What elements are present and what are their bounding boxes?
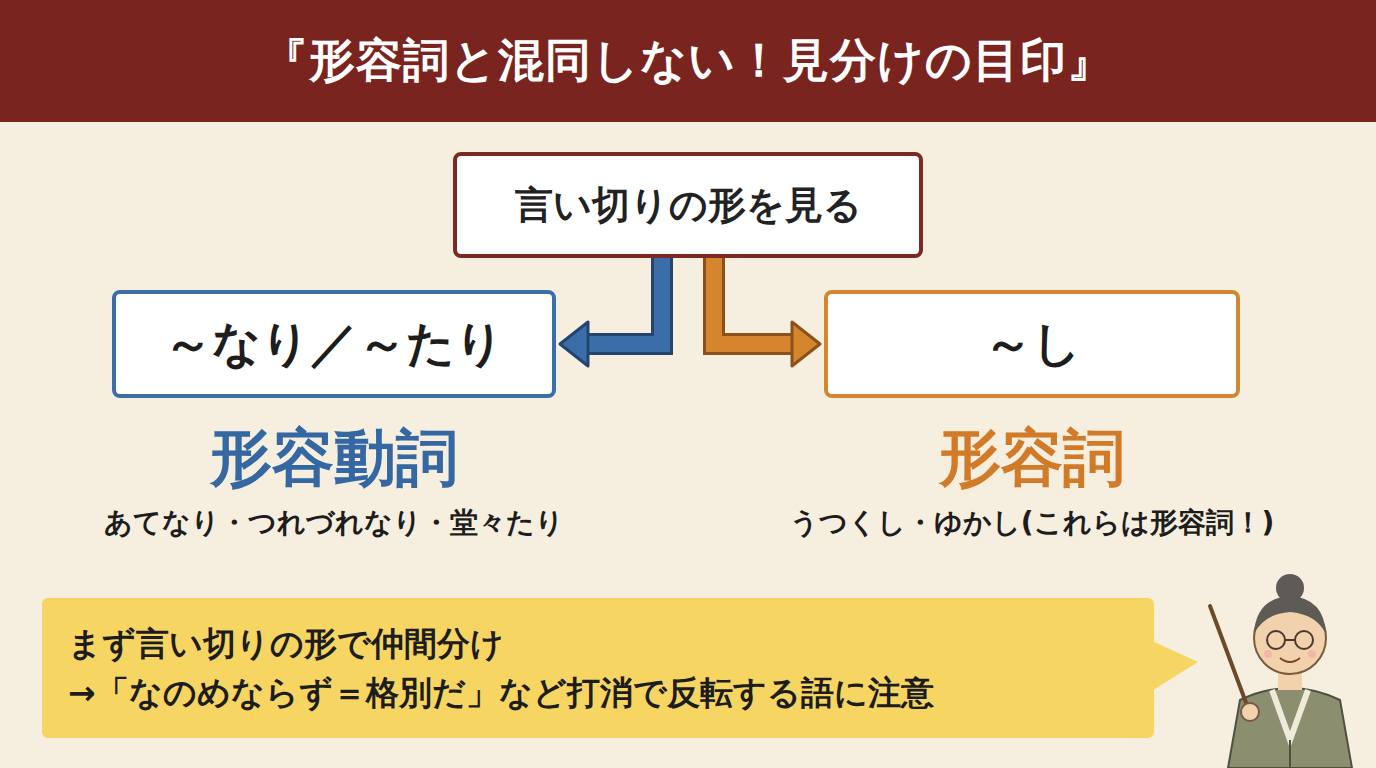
teacher-figure <box>1210 574 1352 768</box>
example-words: うつくし・ゆかし(これらは形容詞！) <box>790 504 1275 542</box>
arrow-head <box>792 322 820 366</box>
note-line: まず言い切りの形で仲間分け <box>68 619 1128 669</box>
arrow-head <box>560 322 588 366</box>
arrow-outline <box>588 256 662 344</box>
arrow-shaft <box>714 256 792 344</box>
box-frame: 言い切りの形を見る <box>453 152 923 258</box>
box-label: 言い切りの形を見る <box>515 180 862 231</box>
box-label: ～し <box>984 312 1081 376</box>
title-band: 『形容詞と混同しない！見分けの目印』 <box>0 0 1376 122</box>
callout-pointer <box>1150 640 1198 692</box>
branch-arrow <box>714 256 820 366</box>
box-frame: ～なり／～たり <box>112 290 556 398</box>
example-words: あてなり・つれづれなり・堂々たり <box>104 504 564 542</box>
category-box: 言い切りの形を見る <box>453 152 923 258</box>
title-text: 『形容詞と混同しない！見分けの目印』 <box>262 30 1114 92</box>
category-box: ～なり／～たり形容動詞あてなり・つれづれなり・堂々たり <box>104 290 564 542</box>
category-heading: 形容動詞 <box>210 416 458 500</box>
branch-arrow <box>560 256 662 366</box>
note-callout: まず言い切りの形で仲間分け→「なのめならず＝格別だ」など打消で反転する語に注意 <box>42 598 1154 738</box>
note-line: →「なのめならず＝格別だ」など打消で反転する語に注意 <box>68 668 1128 718</box>
category-box: ～し形容詞うつくし・ゆかし(これらは形容詞！) <box>790 290 1275 542</box>
arrow-shaft <box>588 256 662 344</box>
box-label: ～なり／～たり <box>164 312 504 376</box>
box-frame: ～し <box>824 290 1240 398</box>
arrow-outline <box>714 256 792 344</box>
category-heading: 形容詞 <box>939 416 1125 500</box>
